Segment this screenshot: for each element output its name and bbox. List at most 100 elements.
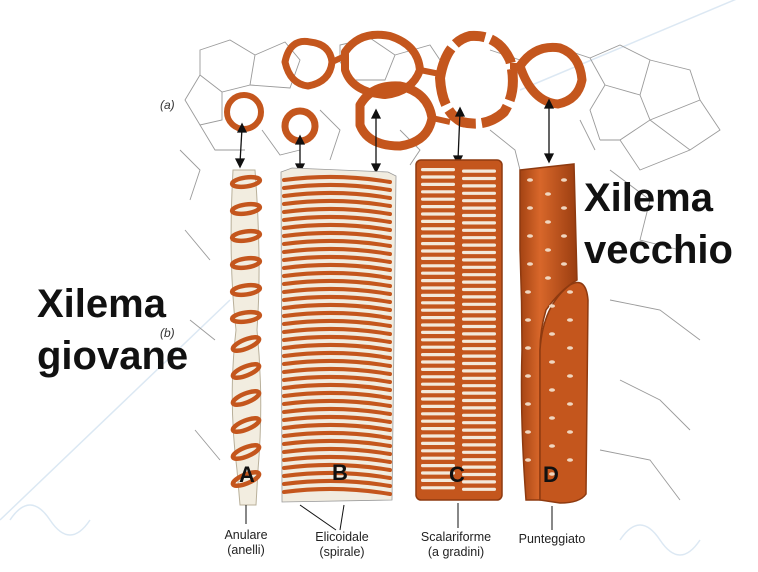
caption-scalariform-line1: Scalariforme [404, 530, 508, 545]
scalariform-slit [462, 325, 496, 328]
scalariform-slit [462, 451, 496, 454]
scalariform-slit [421, 212, 455, 215]
scalariform-slit [462, 377, 496, 380]
pit [567, 374, 573, 378]
vessel-letter-a: A [239, 462, 255, 488]
scalariform-slit [462, 466, 496, 469]
panel-label-a: (a) [160, 98, 175, 112]
scalariform-slit [462, 369, 496, 372]
scalariform-slit [421, 227, 455, 230]
scalariform-slit [462, 221, 496, 224]
caption-annular-line2: (anelli) [200, 543, 292, 558]
caption-annular: Anulare (anelli) [200, 528, 292, 558]
vessel-scalariform [416, 160, 502, 500]
pit [549, 332, 555, 336]
pit [525, 318, 531, 322]
pit [527, 206, 533, 210]
vessel-pitted [520, 164, 588, 503]
scalariform-slit [421, 375, 455, 378]
scalariform-slit [462, 303, 496, 306]
scalariform-slit [421, 397, 455, 400]
pit [567, 290, 573, 294]
caption-pitted: Punteggiato [504, 532, 600, 547]
caption-scalariform-line2: (a gradini) [404, 545, 508, 560]
pit [561, 234, 567, 238]
scalariform-slit [421, 257, 455, 260]
caption-helical-line1: Elicoidale [294, 530, 390, 545]
scalariform-slit [421, 242, 455, 245]
scalariform-slit [462, 458, 496, 461]
scalariform-slit [421, 412, 455, 415]
scalariform-slit [462, 392, 496, 395]
scalariform-slit [421, 235, 455, 238]
scalariform-slit [421, 420, 455, 423]
heading-young-xylem-line2: giovane [37, 334, 188, 378]
vessel-annular [231, 170, 261, 505]
scalariform-slit [421, 205, 455, 208]
scalariform-slit [421, 434, 455, 437]
scalariform-slit [462, 177, 496, 180]
vessel-letter-d: D [543, 462, 559, 488]
vessel-helical [281, 168, 396, 502]
pit [549, 444, 555, 448]
scalariform-slit [421, 272, 455, 275]
scalariform-slit [421, 323, 455, 326]
pit [561, 262, 567, 266]
scalariform-slit [421, 390, 455, 393]
scalariform-slit [462, 281, 496, 284]
scalariform-slit [462, 399, 496, 402]
scalariform-slit [421, 183, 455, 186]
scalariform-slit [462, 362, 496, 365]
scalariform-slit [421, 360, 455, 363]
pit [545, 248, 551, 252]
heading-old-xylem-line2: vecchio [584, 228, 733, 272]
scalariform-slit [421, 286, 455, 289]
pit [567, 402, 573, 406]
pit [525, 430, 531, 434]
scalariform-slit [462, 310, 496, 313]
scalariform-slit [421, 457, 455, 460]
pit [545, 192, 551, 196]
pit [525, 402, 531, 406]
scalariform-slit [462, 214, 496, 217]
scalariform-slit [462, 266, 496, 269]
scalariform-slit [462, 244, 496, 247]
scalariform-slit [462, 406, 496, 409]
cross-section-ring-a [227, 95, 261, 129]
scalariform-slit [421, 198, 455, 201]
pit [567, 458, 573, 462]
caption-annular-line1: Anulare [200, 528, 292, 543]
scalariform-slit [421, 294, 455, 297]
scalariform-slit [421, 368, 455, 371]
pit [525, 290, 531, 294]
pit [567, 430, 573, 434]
scalariform-slit [421, 220, 455, 223]
scalariform-slit [421, 331, 455, 334]
pit [545, 276, 551, 280]
pit [561, 178, 567, 182]
scalariform-slit [462, 170, 496, 173]
pit [549, 388, 555, 392]
scalariform-slit [421, 316, 455, 319]
scalariform-slit [462, 295, 496, 298]
scalariform-slit [462, 443, 496, 446]
pit [549, 360, 555, 364]
scalariform-slit [421, 249, 455, 252]
cross-section-large-cell [440, 36, 513, 124]
cross-section-right-cell [520, 47, 582, 104]
heading-young-xylem-line1: Xilema [37, 282, 166, 326]
scalariform-slit [462, 414, 496, 417]
pit [527, 178, 533, 182]
scalariform-slit [421, 175, 455, 178]
scalariform-slit [421, 279, 455, 282]
scalariform-slit [421, 427, 455, 430]
scalariform-slit [421, 168, 455, 171]
pit [527, 262, 533, 266]
heading-old-xylem-line1: Xilema [584, 176, 713, 220]
caption-leaders [246, 503, 552, 530]
scalariform-slit [421, 353, 455, 356]
scalariform-slit [462, 229, 496, 232]
scalariform-slit [462, 384, 496, 387]
scalariform-slit [421, 190, 455, 193]
pit [545, 220, 551, 224]
